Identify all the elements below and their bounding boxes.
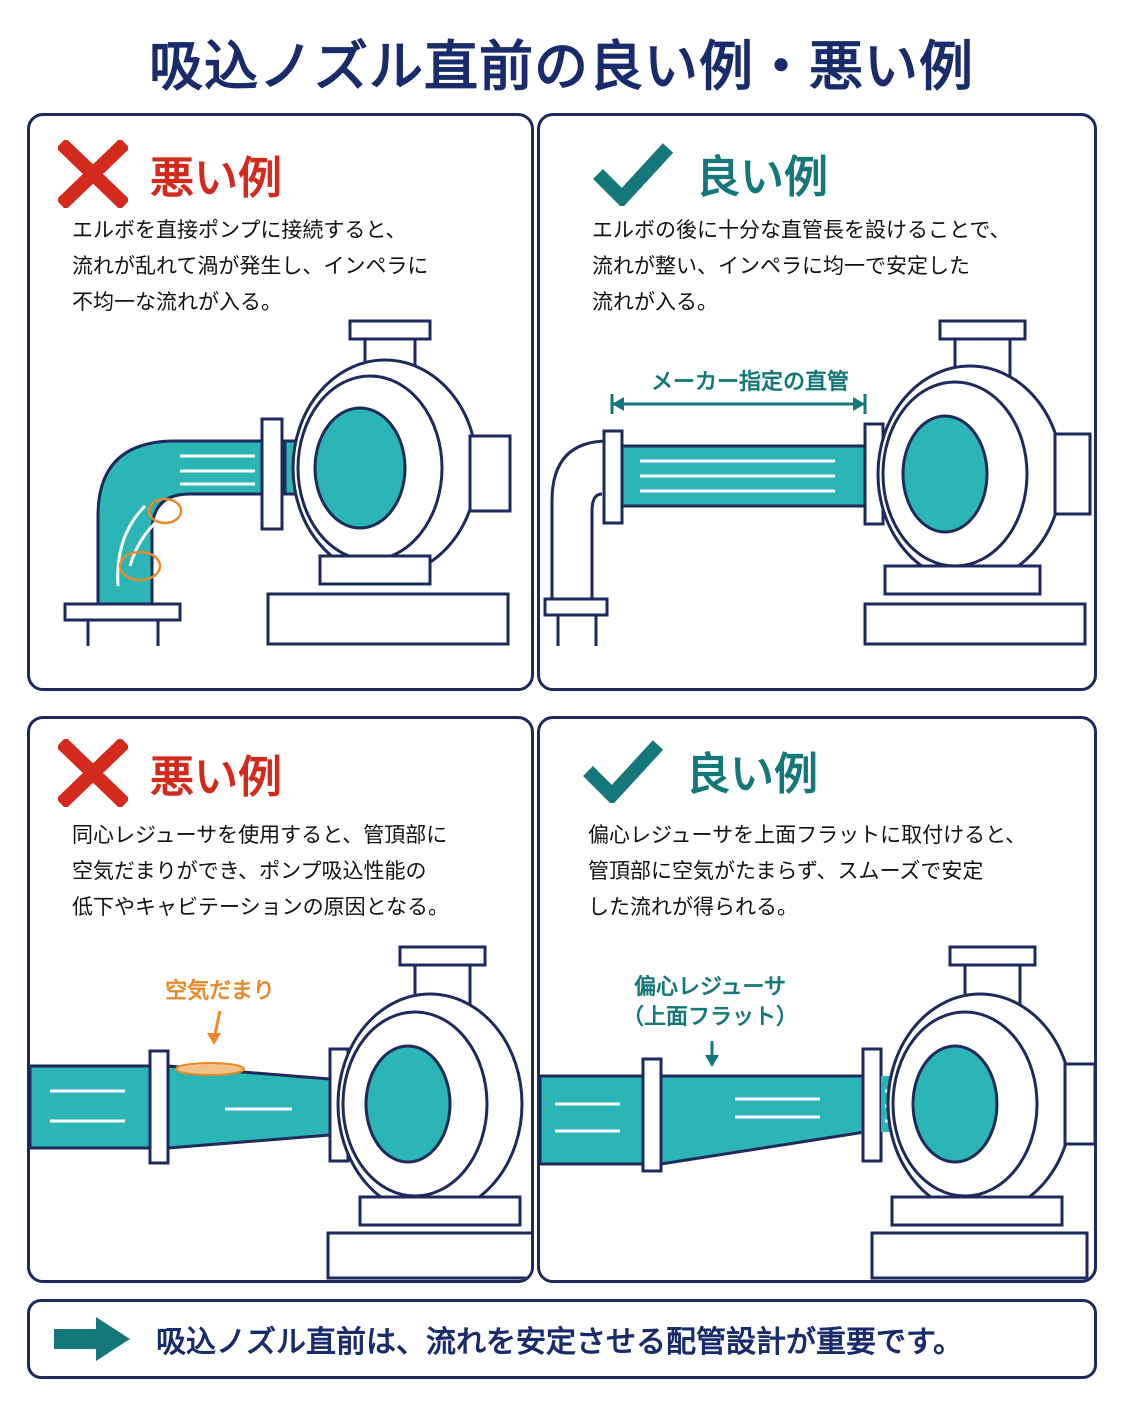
cross-icon	[58, 739, 128, 807]
panel-header: 悪い例	[58, 739, 282, 807]
cross-icon	[58, 140, 128, 208]
panel-bad-elbow: 悪い例 エルボを直接ポンプに接続すると、 流れが乱れて渦が発生し、インペラに 不…	[27, 113, 534, 691]
panel-description: 偏心レジューサを上面フラットに取付けると、 管頂部に空気がたまらず、スムーズで安…	[588, 823, 1027, 919]
check-icon	[583, 740, 664, 803]
air-pocket-callout: 空気だまり	[165, 979, 275, 1004]
concentric-reducer-diagram	[30, 945, 531, 1280]
panel-header: 悪い例	[58, 140, 282, 208]
panel-label: 良い例	[696, 152, 828, 203]
panel-bad-reducer: 悪い例 同心レジューサを使用すると、管頂部に 空気だまりができ、ポンプ吸込性能の…	[27, 716, 534, 1283]
elbow-pump-diagram	[63, 319, 512, 646]
panel-good-elbow: 良い例 エルボの後に十分な直管長を設けることで、 流れが整い、インペラに均一で安…	[537, 113, 1097, 691]
panel-header: 良い例	[582, 737, 818, 803]
eccentric-reducer-diagram	[540, 945, 1094, 1280]
panel-label: 良い例	[686, 749, 818, 800]
panel-description: 同心レジューサを使用すると、管頂部に 空気だまりができ、ポンプ吸込性能の 低下や…	[72, 823, 449, 919]
panel-header: 良い例	[592, 140, 828, 206]
panel-label: 悪い例	[150, 752, 282, 803]
summary-footer: 吸込ノズル直前は、流れを安定させる配管設計が重要です。	[27, 1299, 1097, 1379]
arrow-right-icon	[54, 1317, 130, 1361]
straight-pipe-callout: メーカー指定の直管	[650, 370, 849, 395]
eccentric-reducer-callout: 偏心レジューサ （上面フラット）	[621, 975, 798, 1030]
panel-good-reducer: 良い例 偏心レジューサを上面フラットに取付けると、 管頂部に空気がたまらず、スム…	[537, 716, 1097, 1283]
panel-label: 悪い例	[150, 153, 282, 204]
panel-description: エルボを直接ポンプに接続すると、 流れが乱れて渦が発生し、インペラに 不均一な流…	[72, 218, 429, 314]
summary-text: 吸込ノズル直前は、流れを安定させる配管設計が重要です。	[156, 1325, 963, 1360]
straight-pipe-pump-diagram	[543, 319, 1092, 646]
check-icon	[593, 143, 674, 206]
panel-description: エルボの後に十分な直管長を設けることで、 流れが整い、インペラに均一で安定した …	[592, 218, 1011, 314]
page-title: 吸込ノズル直前の良い例・悪い例	[149, 35, 974, 98]
